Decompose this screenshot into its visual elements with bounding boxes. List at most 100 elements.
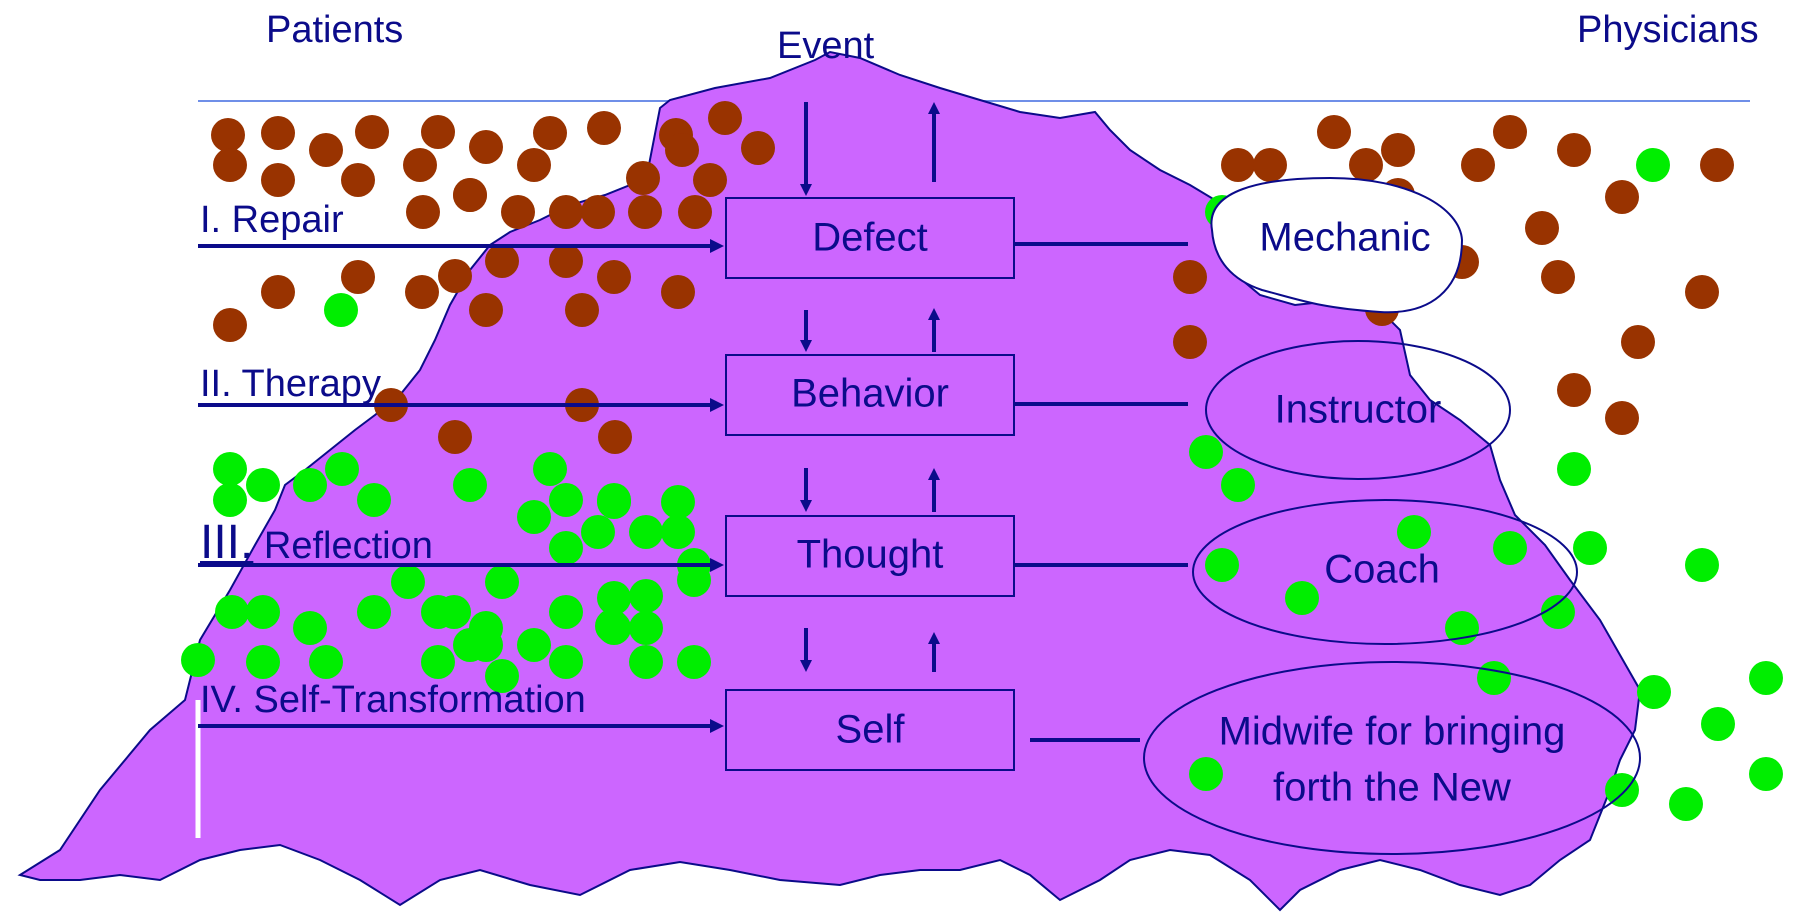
brown-dot-12 <box>261 163 295 197</box>
green-dot-21 <box>629 515 663 549</box>
role-midwife-outline <box>1143 661 1641 855</box>
brown-dot-49 <box>1493 115 1527 149</box>
brown-dot-57 <box>1173 260 1207 294</box>
arrowhead-self-transformation <box>710 719 724 733</box>
brown-dot-3 <box>355 115 389 149</box>
brown-dot-61 <box>1557 373 1591 407</box>
box-thought: Thought <box>725 515 1015 597</box>
brown-dot-1 <box>261 116 295 150</box>
brown-dot-24 <box>581 195 615 229</box>
green-dot-19 <box>661 485 695 519</box>
role-coach: Coach <box>1192 499 1578 645</box>
green-dot-41 <box>629 611 663 645</box>
green-dot-50 <box>677 645 711 679</box>
green-dot-65 <box>1669 787 1703 821</box>
role-connectors <box>1014 242 1188 742</box>
brown-dot-26 <box>678 195 712 229</box>
green-dot-52 <box>1285 581 1319 615</box>
brown-dot-29 <box>405 275 439 309</box>
green-dot-2 <box>324 293 358 327</box>
brown-dot-20 <box>406 195 440 229</box>
brown-dot-62 <box>1605 401 1639 435</box>
box-behavior-frame <box>725 354 1015 436</box>
brown-dot-21 <box>453 178 487 212</box>
green-dot-11 <box>357 483 391 517</box>
green-dot-17 <box>549 531 583 565</box>
green-dot-63 <box>1189 757 1223 791</box>
brown-dot-42 <box>1221 148 1255 182</box>
arrowhead-behavior-thought-down <box>800 500 812 512</box>
green-dot-44 <box>309 645 343 679</box>
green-dot-34 <box>453 628 487 662</box>
green-dot-64 <box>1605 773 1639 807</box>
brown-dot-45 <box>1349 148 1383 182</box>
level-label-therapy: II. Therapy <box>200 363 381 405</box>
level-label-reflection: III. Reflection <box>200 516 433 569</box>
green-dot-29 <box>357 595 391 629</box>
brown-dot-4 <box>421 115 455 149</box>
green-dot-0 <box>1636 148 1670 182</box>
role-mechanic-label: Mechanic <box>1259 216 1430 260</box>
arrowhead-therapy <box>710 398 724 412</box>
green-dot-38 <box>629 579 663 613</box>
brown-dot-40 <box>438 420 472 454</box>
arrowhead-defect-behavior-down <box>800 340 812 352</box>
green-dot-20 <box>581 515 615 549</box>
arrowhead-thought-self-up <box>928 632 940 644</box>
brown-dot-28 <box>341 260 375 294</box>
arrowhead-event-up <box>928 102 940 114</box>
green-dot-18 <box>597 485 631 519</box>
brown-dot-30 <box>438 259 472 293</box>
brown-dot-52 <box>1605 180 1639 214</box>
green-dot-47 <box>549 645 583 679</box>
level-arrows <box>198 239 724 733</box>
green-dot-4 <box>1221 468 1255 502</box>
role-instructor-label: Instructor <box>1275 388 1442 432</box>
role-coach-label: Coach <box>1324 548 1440 592</box>
green-dot-27 <box>246 595 280 629</box>
level-label-repair: I. Repair <box>200 199 344 241</box>
arrowhead-repair <box>710 239 724 253</box>
header-event: Event <box>777 25 875 67</box>
green-dot-59 <box>1477 661 1511 695</box>
box-defect-frame <box>725 197 1015 279</box>
vertical-arrows <box>800 102 940 672</box>
box-defect-label: Defect <box>812 216 928 260</box>
green-dot-25 <box>485 565 519 599</box>
brown-dot-22 <box>501 195 535 229</box>
green-dot-24 <box>391 565 425 599</box>
green-dot-10 <box>325 452 359 486</box>
green-dot-49 <box>629 645 663 679</box>
green-dot-8 <box>213 483 247 517</box>
brown-dot-36 <box>469 293 503 327</box>
box-thought-frame <box>725 515 1015 597</box>
green-dot-14 <box>549 483 583 517</box>
brown-dot-60 <box>1621 325 1655 359</box>
green-dot-13 <box>533 452 567 486</box>
green-dot-35 <box>517 628 551 662</box>
brown-dot-27 <box>261 275 295 309</box>
brown-dot-0 <box>211 118 245 152</box>
box-defect: Defect <box>725 197 1015 279</box>
brown-dot-46 <box>1381 133 1415 167</box>
green-dot-43 <box>246 645 280 679</box>
brown-dot-19 <box>693 163 727 197</box>
role-mechanic: Mechanic <box>1210 176 1464 314</box>
green-dot-15 <box>517 500 551 534</box>
green-dot-61 <box>1749 661 1783 695</box>
level-label-reflection-numeral: III. <box>200 516 253 569</box>
green-dot-56 <box>1685 548 1719 582</box>
brown-dot-18 <box>665 133 699 167</box>
green-dot-48 <box>597 611 631 645</box>
brown-dot-48 <box>1461 148 1495 182</box>
green-dot-53 <box>1397 515 1431 549</box>
brown-dot-51 <box>1700 148 1734 182</box>
green-dot-45 <box>421 645 455 679</box>
green-dot-37 <box>597 581 631 615</box>
brown-dot-10 <box>741 131 775 165</box>
green-dot-39 <box>677 563 711 597</box>
green-dot-26 <box>215 595 249 629</box>
green-dot-51 <box>1205 548 1239 582</box>
brown-dot-32 <box>549 244 583 278</box>
